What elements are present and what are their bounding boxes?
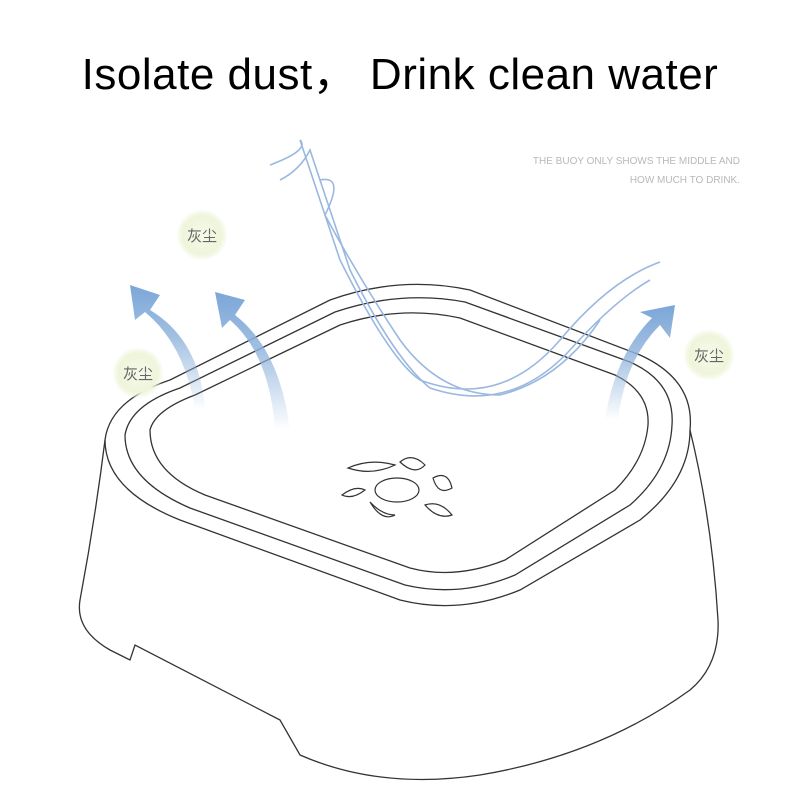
buoy-note-line-1: THE BUOY ONLY SHOWS THE MIDDLE AND bbox=[532, 156, 740, 167]
headline: Isolate dust， Drink clean water bbox=[81, 50, 719, 99]
dust-arrow-icons bbox=[130, 285, 675, 430]
dust-badge-top-left: 灰尘 bbox=[177, 210, 227, 260]
buoy-note-line-2: HOW MUCH TO DRINK. bbox=[629, 175, 740, 186]
buoy-flower-icon bbox=[340, 457, 453, 518]
bowl-outline-icon bbox=[78, 283, 719, 781]
buoy-note: THE BUOY ONLY SHOWS THE MIDDLE AND HOW M… bbox=[533, 152, 740, 190]
dust-badge-right: 灰尘 bbox=[684, 330, 734, 380]
wind-lines-icon bbox=[269, 139, 661, 397]
dust-badge-left: 灰尘 bbox=[113, 348, 163, 398]
